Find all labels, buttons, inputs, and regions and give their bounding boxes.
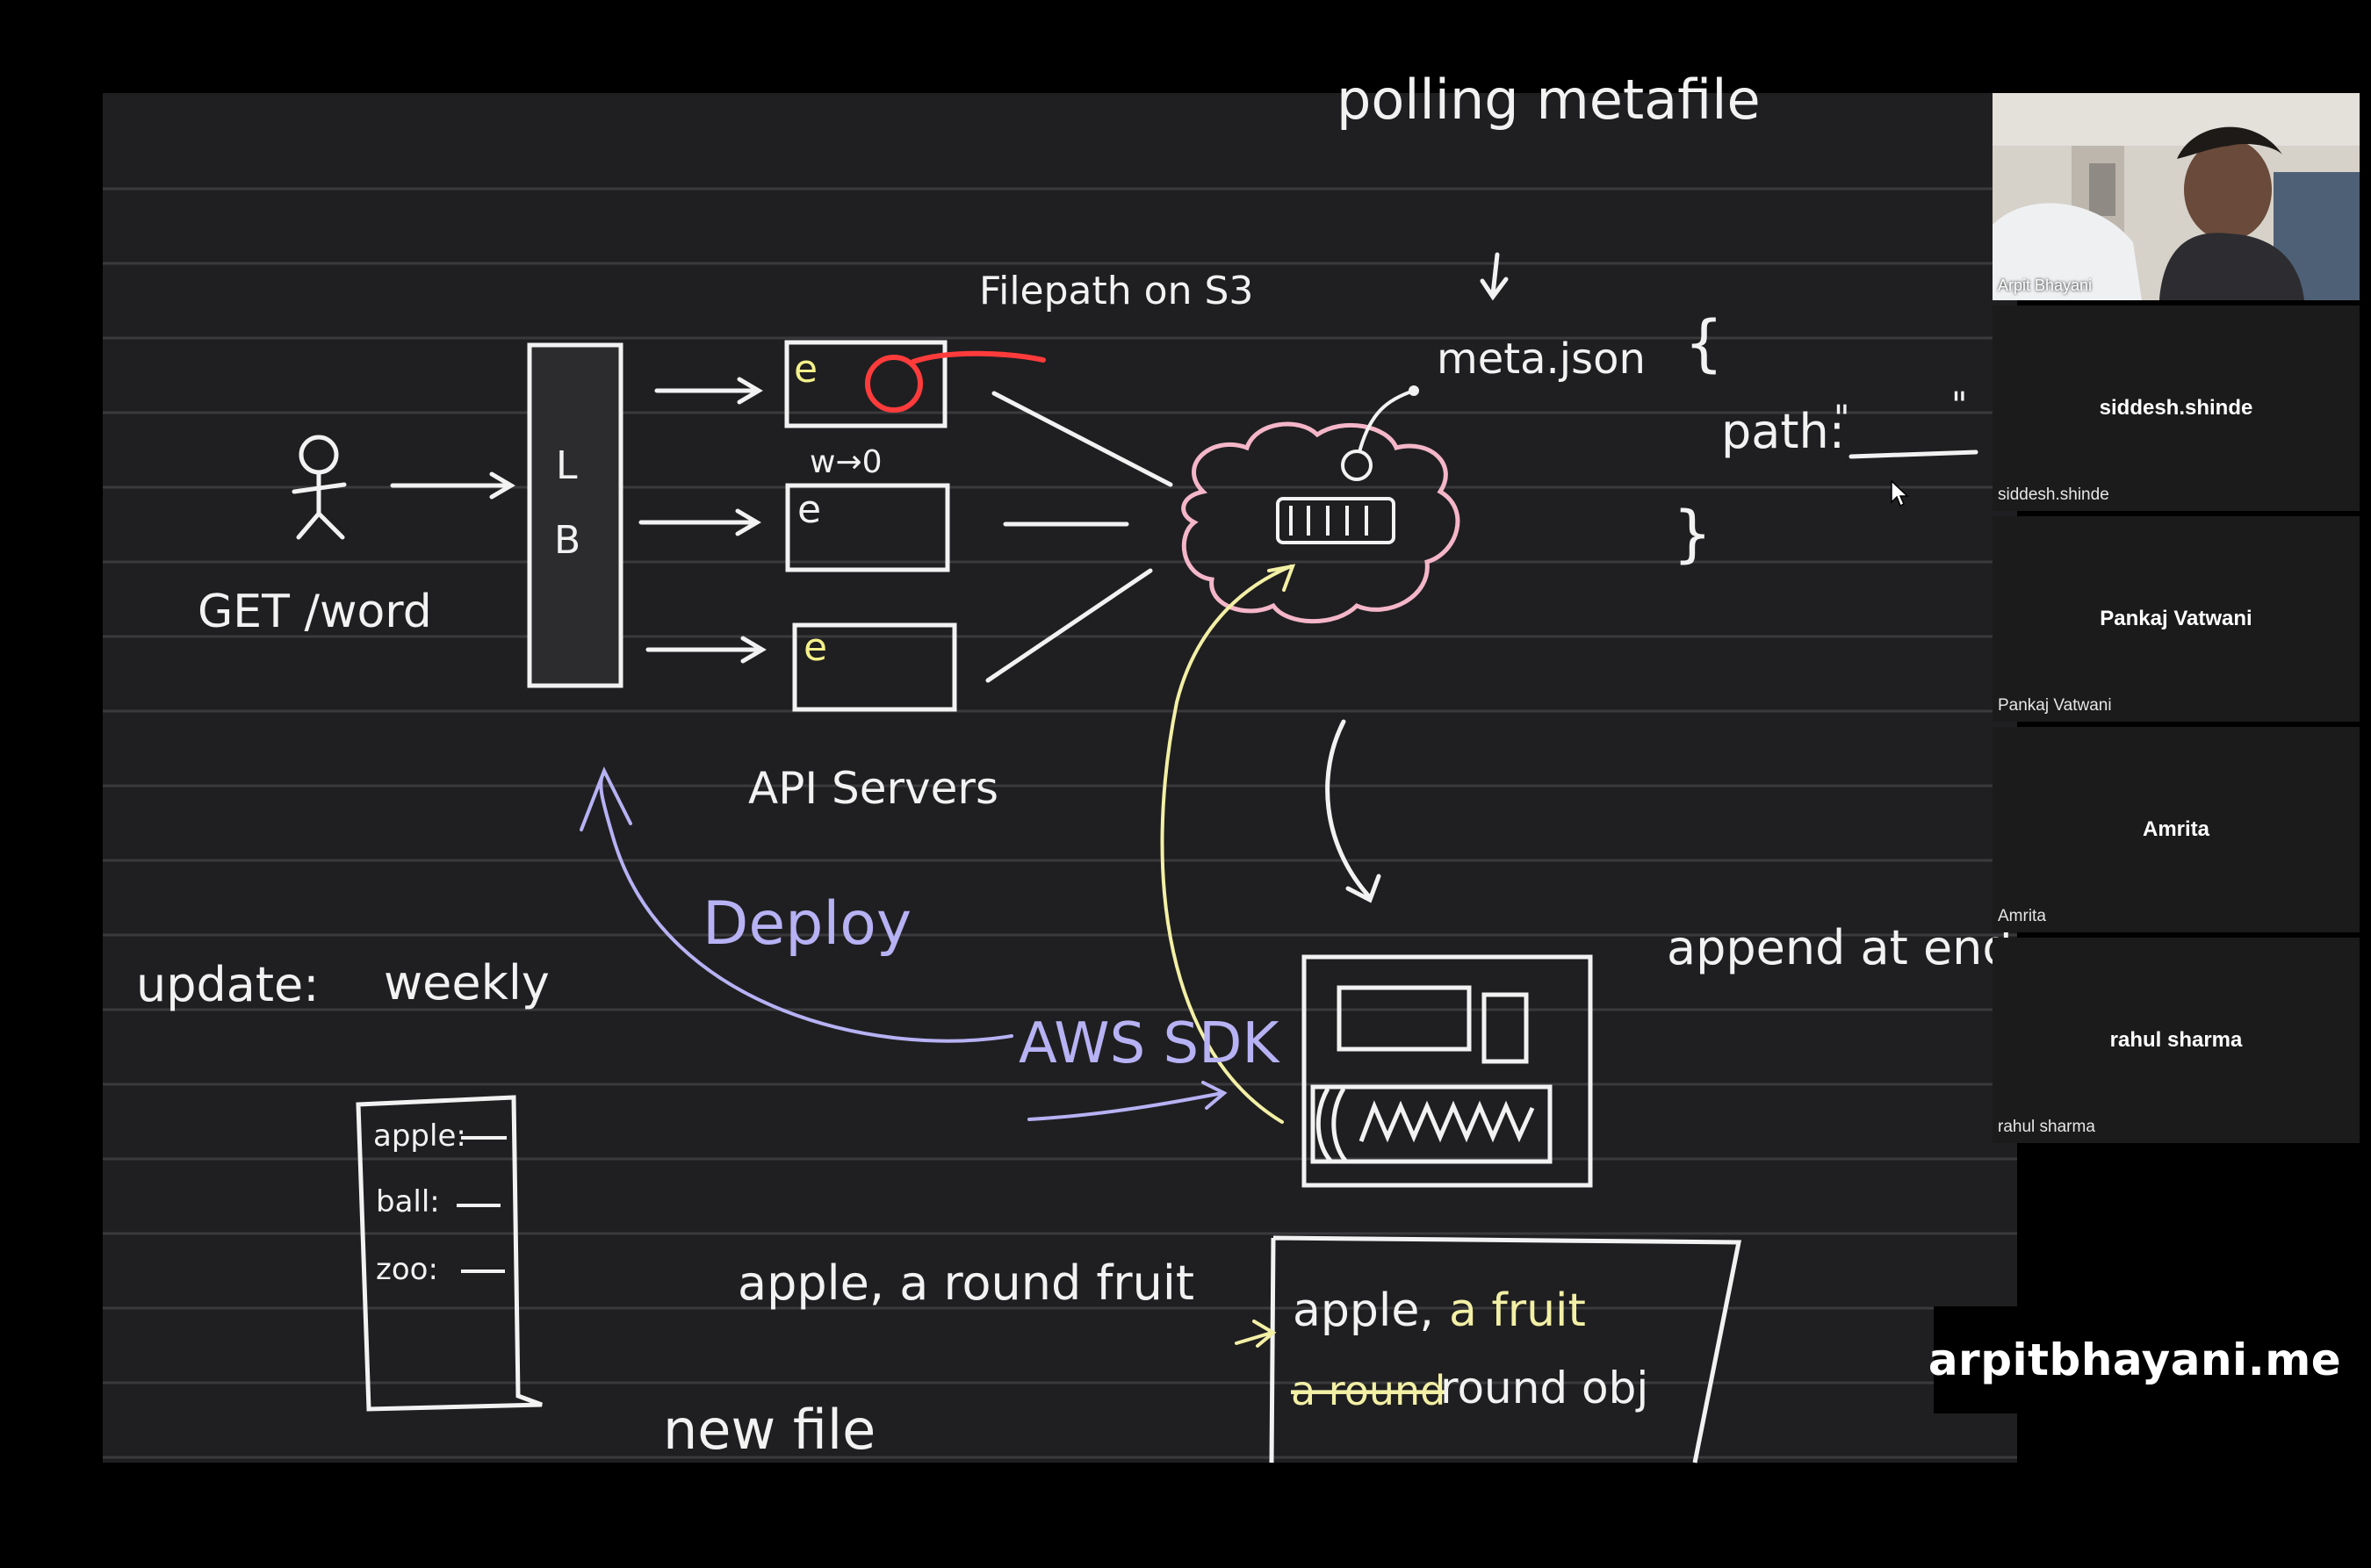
server-glyph-3: e [804,625,827,670]
participant-name: Amrita [2142,817,2210,841]
participant-name: siddesh.shinde [2099,396,2253,420]
s3-cloud [1181,421,1460,624]
participant-tile-3[interactable]: Amrita Amrita [1993,727,2360,932]
user-figure [292,435,347,540]
update-label: update: [136,957,319,1012]
polling-metafile-label: polling metafile [1337,68,1761,132]
s3-file-icon [1276,385,1419,544]
list-item-zoo: zoo: [376,1252,438,1287]
participant-label: siddesh.shinde [1998,486,2109,504]
list-item-dashes [457,1136,507,1273]
api-servers-label: API Servers [748,763,998,814]
get-word-label: GET /word [198,586,432,638]
new-file-pointer-arrow [1235,1320,1277,1348]
ruled-lines [103,187,2017,1459]
aws-sdk-arrow [1027,1081,1228,1121]
close-brace: } [1673,498,1712,570]
list-item-apple: apple: [373,1118,466,1154]
deploy-curve [580,766,1013,1043]
api-server-boxes [784,340,957,712]
presenter-video-frame [1993,93,2360,300]
new-file-label: new file [663,1398,876,1462]
path-label: path: [1721,404,1845,459]
quote-open: " [1834,399,1849,439]
down-arrow-large [1325,719,1381,903]
brand-watermark: arpitbhayani.me [1928,1306,2341,1413]
lines-servers-to-s3 [985,391,1173,683]
participant-tile-1[interactable]: siddesh.shinde siddesh.shinde [1993,306,2360,511]
new-file-line2-strike: a round [1291,1367,1445,1414]
lb-letter-b: B [554,518,580,563]
lb-letter-l: L [556,443,578,488]
new-file-line1-highlight: a fruit [1449,1284,1586,1337]
server-glyph-1: e [794,347,818,392]
dictionary-list-box [356,1095,543,1412]
new-file-content-box [1269,1235,1742,1464]
filepath-label: Filepath on S3 [979,269,1253,313]
server-glyph-2: e [797,487,821,532]
arrow-user-to-lb [390,471,515,500]
participant-label: rahul sharma [1998,1118,2095,1136]
load-balancer-box [527,342,623,688]
list-item-ball: ball: [376,1184,440,1219]
participant-name: rahul sharma [2109,1028,2243,1052]
open-brace: { [1684,307,1724,379]
participant-tile-4[interactable]: rahul sharma rahul sharma [1993,938,2360,1143]
participant-name: Pankaj Vatwani [2100,607,2252,630]
weekly-label: weekly [384,955,550,1011]
new-file-line2-rest: round obj [1440,1363,1648,1413]
red-highlight-mark [865,350,1046,413]
w-to-0-label: w→0 [810,444,883,480]
arrows-lb-to-servers [638,377,767,664]
participant-label: Pankaj Vatwani [1998,696,2112,715]
deploy-label: Deploy [703,889,912,959]
quote-close: " [1951,385,1967,426]
append-at-end-label: append at end [1667,920,2013,975]
down-arrow-small [1480,252,1509,301]
participant-tile-2[interactable]: Pankaj Vatwani Pankaj Vatwani [1993,516,2360,722]
new-file-line1-prefix: apple, [1293,1284,1434,1337]
meta-json-label: meta.json [1437,334,1646,384]
path-value-underline [1849,450,1978,459]
participant-label: Amrita [1998,907,2046,925]
aws-sdk-label: AWS SDK [1019,1011,1280,1076]
presenter-video[interactable]: Arpit Bhayani [1993,93,2360,300]
yellow-upload-curve [1160,564,1296,1124]
apple-round-fruit-label: apple, a round fruit [738,1255,1194,1311]
mouse-cursor-icon [1891,479,1909,507]
presenter-name: Arpit Bhayani [1998,277,2093,294]
file-structure-box [1301,954,1593,1188]
